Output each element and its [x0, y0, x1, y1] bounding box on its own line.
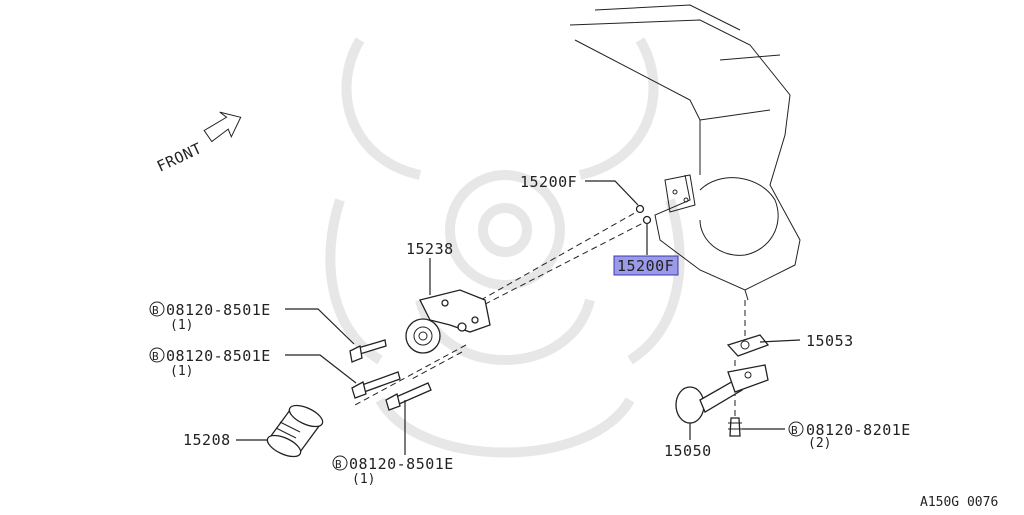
callout-15050[interactable]: 15050: [664, 442, 712, 460]
callout-15053[interactable]: 15053: [806, 332, 854, 350]
svg-text:08120-8501E: 08120-8501E: [349, 455, 454, 473]
part-15050-strainer: [675, 364, 769, 424]
svg-text:(1): (1): [170, 318, 193, 333]
svg-text:(1): (1): [352, 472, 375, 487]
svg-text:08120-8501E: 08120-8501E: [166, 301, 271, 319]
watermark-emblem: [325, 37, 685, 458]
bolt-1-badge: B: [152, 304, 159, 317]
callout-15238[interactable]: 15238: [406, 240, 454, 258]
diagram-code: A150G 0076: [920, 495, 998, 510]
svg-text:15050: 15050: [664, 442, 712, 460]
svg-text:15053: 15053: [806, 332, 854, 350]
bolt-3-badge: B: [335, 458, 342, 471]
svg-text:15200F: 15200F: [520, 173, 577, 191]
svg-text:(1): (1): [170, 364, 193, 379]
part-15208-oil-filter: [266, 404, 324, 458]
callout-15208[interactable]: 15208: [183, 431, 231, 449]
svg-text:15200F: 15200F: [617, 257, 674, 275]
bolt-3: [385, 382, 432, 411]
bolt-1: [349, 339, 387, 363]
callout-bolt-2[interactable]: B 08120-8501E (1): [149, 347, 271, 379]
bolt-2-badge: B: [152, 350, 159, 363]
front-arrow-icon: FRONT: [154, 111, 242, 176]
o-ring-15200f: [635, 204, 652, 225]
part-15053-gasket: [726, 334, 770, 357]
svg-text:15238: 15238: [406, 240, 454, 258]
bolt-2: [351, 371, 401, 399]
bolt-4-badge: B: [791, 424, 798, 437]
callout-bolt-3[interactable]: B 08120-8501E (1): [332, 455, 454, 487]
svg-text:15208: 15208: [183, 431, 231, 449]
callout-bolt-4[interactable]: B 08120-8201E (2): [788, 421, 911, 451]
bolt-4: [728, 417, 742, 437]
callout-bolt-1[interactable]: B 08120-8501E (1): [149, 301, 271, 333]
part-15238-bracket: [405, 289, 491, 354]
assembly-lines: [354, 209, 746, 420]
svg-text:08120-8501E: 08120-8501E: [166, 347, 271, 365]
engine-block: [569, 4, 801, 301]
callout-15200f-upper[interactable]: 15200F: [520, 173, 577, 191]
callout-15200f-lower[interactable]: 15200F: [613, 255, 679, 276]
svg-text:(2): (2): [808, 436, 831, 451]
svg-text:08120-8201E: 08120-8201E: [806, 421, 911, 439]
front-label: FRONT: [154, 139, 205, 175]
leader-lines: [236, 180, 801, 455]
